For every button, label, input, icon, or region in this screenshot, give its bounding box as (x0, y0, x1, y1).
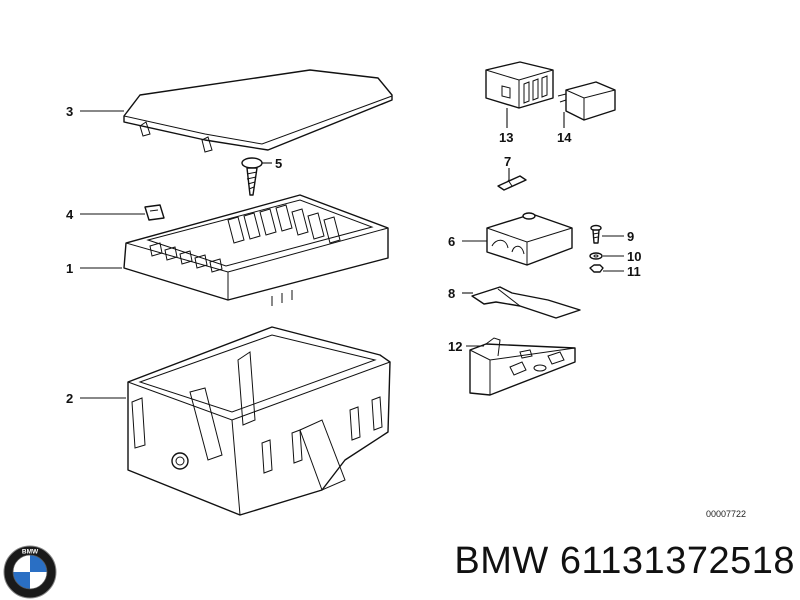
part-14-relay (557, 81, 616, 121)
part-number-footer: BMW 61131372518 (454, 540, 795, 582)
label-4: 4 (66, 207, 74, 222)
part-3-cover-lid (123, 69, 393, 153)
part-12-mounting-bracket (469, 337, 576, 396)
label-12: 12 (448, 339, 462, 354)
label-2: 2 (66, 391, 73, 406)
label-14: 14 (557, 130, 572, 145)
part-9-screw (590, 224, 602, 244)
part-6-connector-block (486, 212, 573, 266)
part-10-washer (589, 252, 603, 260)
label-8: 8 (448, 286, 455, 301)
part-2-housing (127, 326, 391, 516)
part-13-relay-socket (485, 61, 554, 109)
logo-lettering: BMW (22, 549, 39, 556)
drawing-number: 00007722 (706, 509, 746, 519)
label-3: 3 (66, 104, 73, 119)
part-1-fuse-box (123, 194, 389, 306)
label-11: 11 (627, 264, 641, 279)
callout-labels: 1 2 3 4 5 6 7 8 9 10 11 12 13 14 (66, 104, 641, 406)
label-10: 10 (627, 249, 641, 264)
label-9: 9 (627, 229, 634, 244)
label-1: 1 (66, 261, 73, 276)
label-7: 7 (504, 154, 511, 169)
part-7-fuse (497, 175, 527, 191)
leader-lines (80, 108, 624, 399)
label-6: 6 (448, 234, 455, 249)
part-11-nut (589, 264, 604, 273)
bmw-logo-icon: BMW (3, 545, 57, 599)
part-5-screw (241, 157, 263, 196)
part-4-fuse (144, 204, 165, 221)
label-13: 13 (499, 130, 513, 145)
label-5: 5 (275, 156, 282, 171)
part-8-bracket (471, 286, 581, 319)
